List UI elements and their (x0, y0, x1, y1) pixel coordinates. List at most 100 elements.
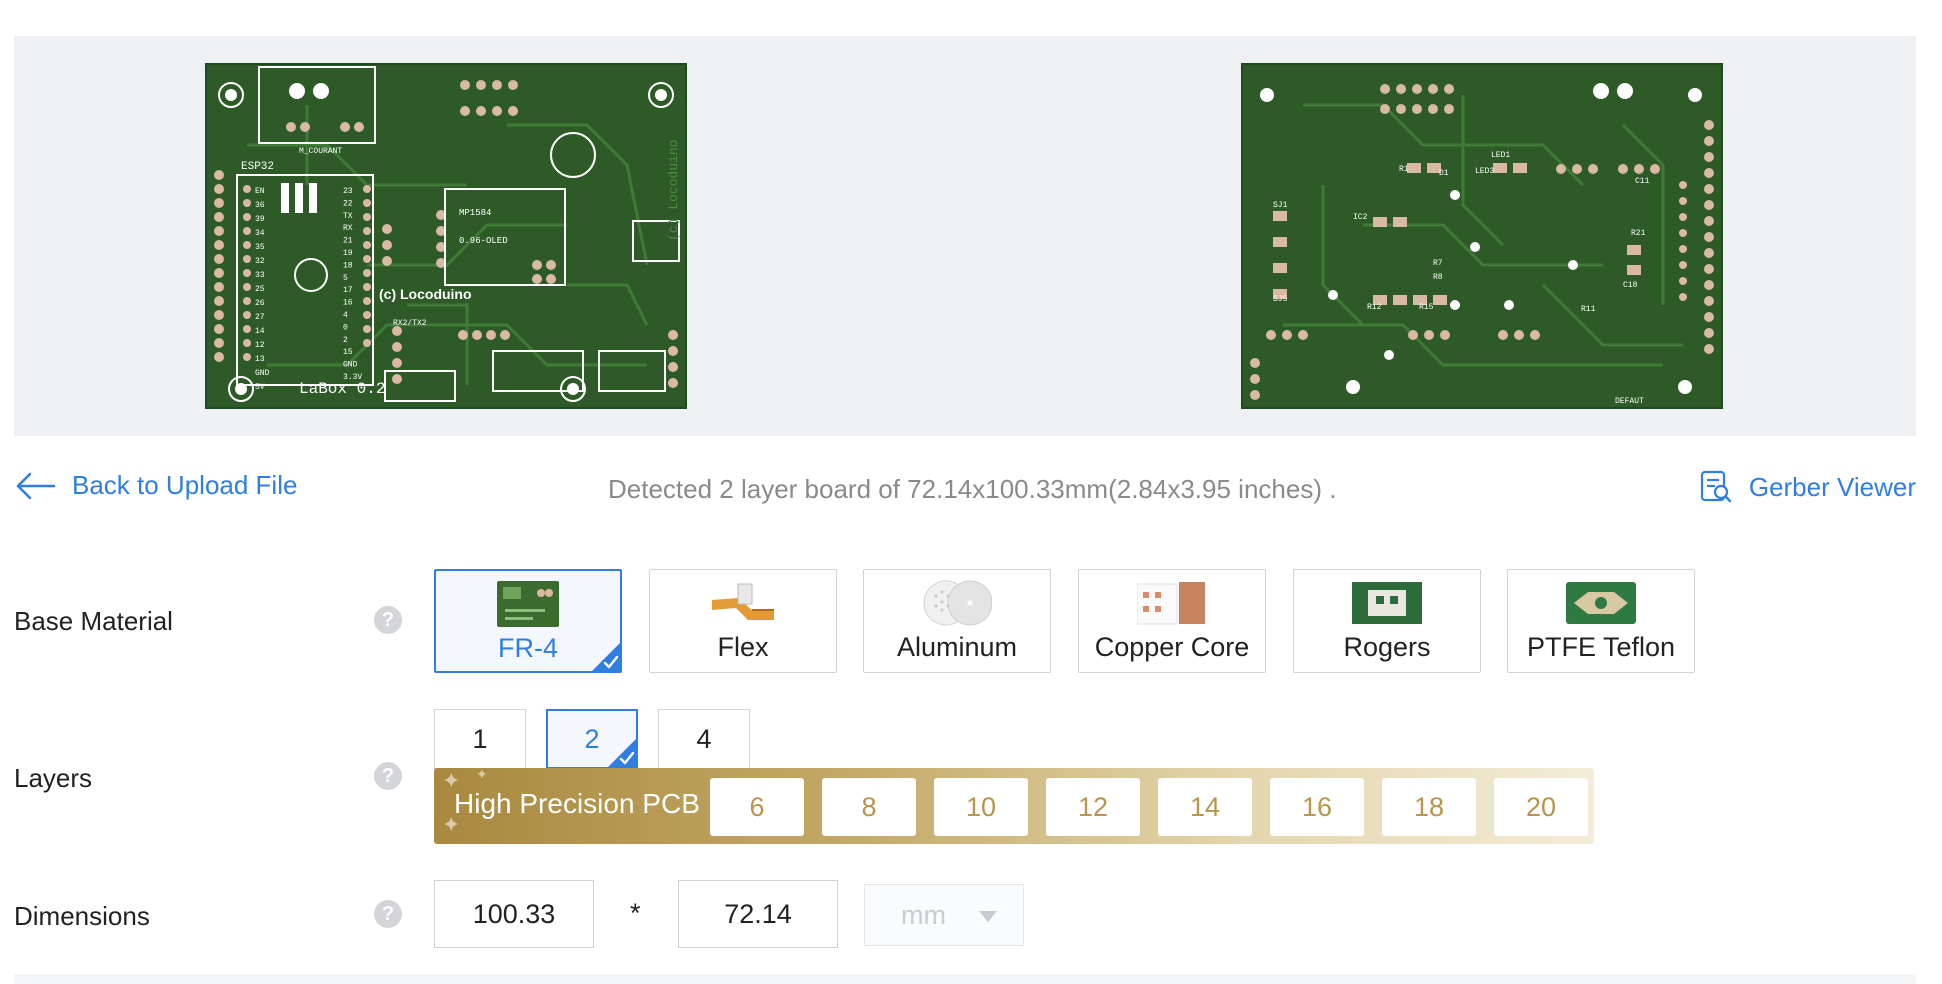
top-vertical-credit: (c) Locoduino (666, 140, 681, 241)
pin-label: 35 (255, 243, 265, 252)
material-option-fr4[interactable]: FR-4 (434, 569, 622, 673)
pin-label: 26 (255, 299, 265, 308)
pin-label: 36 (255, 201, 265, 210)
component-label: IC2 (1353, 213, 1368, 222)
component-label: R21 (1631, 229, 1646, 238)
material-option-flex[interactable]: Flex (649, 569, 837, 673)
material-option-rogers[interactable]: Rogers (1293, 569, 1481, 673)
layer-option-6[interactable]: 6 (710, 778, 804, 836)
pin-label: 18 (343, 261, 353, 270)
material-option-label: Aluminum (896, 632, 1018, 662)
dimension-length-input[interactable]: 100.33 (434, 880, 594, 948)
dimension-width-input[interactable]: 72.14 (678, 880, 838, 948)
component-label: SJ1 (1273, 201, 1288, 210)
layer-option-4[interactable]: 4 (658, 709, 750, 769)
result-toolbar: Back to Upload File Detected 2 layer boa… (14, 462, 1916, 512)
detected-board-info: Detected 2 layer board of 72.14x100.33mm… (608, 474, 1337, 504)
material-option-copper-core[interactable]: Copper Core (1078, 569, 1266, 673)
material-option-label: FR-4 (498, 633, 558, 663)
dimension-unit-select[interactable]: mm (864, 884, 1024, 946)
board-preview-panel: (c) Locoduino LaBox 0.2 ESP32 0.96-OLED … (14, 36, 1916, 436)
pin-label: 21 (343, 237, 353, 246)
copper-core-board-icon (1137, 582, 1205, 625)
layers-label: Layers (14, 763, 93, 793)
high-precision-pcb-bar: ✦ ✦ ✦ High Precision PCB 6 8 10 12 14 16… (434, 766, 1594, 844)
component-label: R8 (1433, 273, 1443, 282)
component-label: C18 (1623, 281, 1638, 290)
sparkle-icon: ✦ (442, 812, 461, 837)
top-module-label: ESP32 (241, 161, 274, 173)
material-option-label: Flex (717, 632, 769, 662)
arrow-left-icon (16, 472, 56, 499)
pin-label: 12 (255, 341, 265, 350)
gerber-viewer-link[interactable]: Gerber Viewer (1699, 470, 1916, 504)
pin-label: 0 (343, 323, 348, 332)
component-label: R1 (1399, 165, 1409, 174)
component-label: LED3 (1475, 167, 1494, 176)
top-credit-text: (c) Locoduino (379, 286, 472, 302)
component-label: R12 (1367, 303, 1382, 312)
ptfe-teflon-board-icon (1566, 582, 1636, 624)
document-search-icon (1700, 470, 1732, 503)
base-material-label: Base Material (14, 606, 173, 636)
pin-label: 32 (255, 257, 265, 266)
layer-option-10[interactable]: 10 (934, 778, 1028, 836)
pin-label: 25 (255, 285, 265, 294)
component-label: LED1 (1491, 151, 1510, 160)
material-option-ptfe-teflon[interactable]: PTFE Teflon (1507, 569, 1695, 673)
layer-option-12[interactable]: 12 (1046, 778, 1140, 836)
sparkle-icon: ✦ (442, 768, 461, 793)
dimensions-help-icon[interactable]: ? (374, 900, 402, 928)
layers-help-icon[interactable]: ? (374, 762, 402, 790)
pin-label: 13 (255, 355, 265, 364)
layer-option-1[interactable]: 1 (434, 709, 526, 769)
gerber-viewer-label: Gerber Viewer (1748, 471, 1916, 502)
pin-label: 4 (343, 311, 348, 320)
component-label: DEFAUT (1615, 397, 1644, 406)
sparkle-icon: ✦ (476, 766, 488, 782)
top-oled-label: 0.96-OLED (459, 236, 508, 246)
component-label: R11 (1581, 305, 1596, 314)
pin-label: EN (255, 187, 265, 196)
layer-option-label: 2 (584, 724, 600, 754)
layer-option-16[interactable]: 16 (1270, 778, 1364, 836)
top-reg-label: MP1584 (459, 208, 491, 218)
chevron-down-icon (979, 911, 997, 922)
component-label: R15 (1419, 303, 1434, 312)
pin-label: 22 (343, 199, 353, 208)
pcb-top-render: (c) Locoduino LaBox 0.2 ESP32 0.96-OLED … (207, 65, 685, 407)
pin-label: 15 (343, 348, 353, 357)
layer-option-20[interactable]: 20 (1494, 778, 1588, 836)
layer-option-2[interactable]: 2 (546, 709, 638, 769)
pin-label: 33 (255, 271, 265, 280)
pin-label: 3.3V (343, 373, 362, 382)
pin-label: 17 (343, 286, 353, 295)
material-option-aluminum[interactable]: Aluminum (863, 569, 1051, 673)
fr4-board-icon (497, 581, 559, 627)
component-label: D1 (1439, 169, 1449, 178)
component-label: R7 (1433, 259, 1443, 268)
pin-label: 39 (255, 215, 265, 224)
rogers-board-icon (1352, 582, 1422, 624)
aluminum-board-icon (923, 580, 992, 626)
back-to-upload-link[interactable]: Back to Upload File (14, 470, 297, 501)
layer-option-8[interactable]: 8 (822, 778, 916, 836)
dimension-unit-value: mm (901, 900, 946, 930)
component-label: SJ5 (1273, 295, 1288, 304)
base-material-help-icon[interactable]: ? (374, 606, 402, 634)
top-current-label: M_COURANT (299, 147, 342, 156)
pin-label: 23 (343, 187, 353, 196)
pin-label: 16 (343, 299, 353, 308)
pin-label: TX (343, 212, 353, 221)
back-to-upload-label: Back to Upload File (72, 470, 298, 500)
pin-label: 5 (343, 274, 348, 283)
layer-option-14[interactable]: 14 (1158, 778, 1252, 836)
component-label: C11 (1635, 177, 1650, 186)
selected-check-icon (607, 738, 637, 768)
pin-label: 14 (255, 327, 265, 336)
layer-option-18[interactable]: 18 (1382, 778, 1476, 836)
selected-check-icon (591, 642, 621, 672)
